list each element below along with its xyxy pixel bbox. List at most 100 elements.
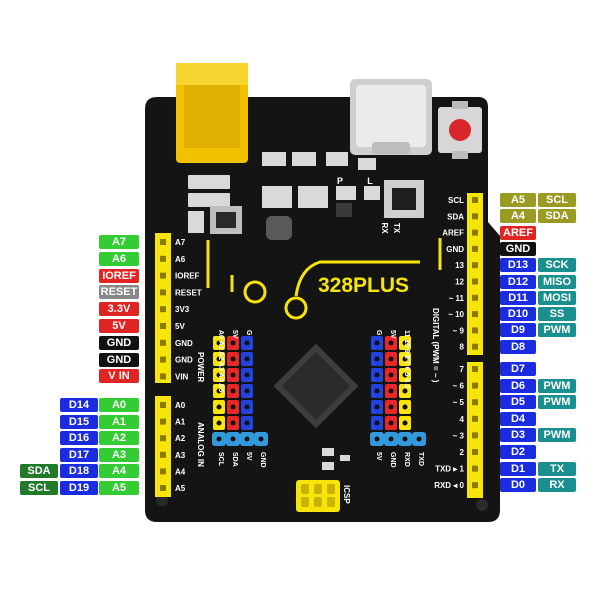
label-right-function: SCL (538, 193, 576, 207)
pin-dot (160, 255, 166, 262)
label-left-power: GND (99, 335, 139, 350)
led-label-rx: RX (380, 222, 389, 234)
icsp-header (296, 480, 340, 512)
block-pin-hole (388, 404, 394, 410)
label-right-function: PWM (538, 323, 576, 338)
pin-silkscreen-label: GND (175, 356, 193, 365)
block-pin-hole (244, 420, 250, 426)
pin-dot (160, 323, 166, 329)
block-pin-hole (388, 388, 394, 394)
pin-silkscreen-label: VIN (175, 372, 189, 381)
block-pin-hole (230, 372, 236, 378)
block-pin-hole (388, 372, 394, 378)
label-right-function: TX (538, 461, 576, 476)
pin-silkscreen-label: A4 (175, 467, 186, 476)
pin-silkscreen-label: ~ 6 (453, 382, 465, 391)
block-pin-hole (374, 356, 380, 362)
label-right-digital: D2 (500, 445, 536, 459)
pin-silkscreen-label: 7 (460, 365, 465, 374)
label-right-digital: D1 (500, 461, 536, 476)
label-right-digital: D0 (500, 478, 536, 493)
pin-silkscreen-label: SCL (448, 196, 464, 205)
header-left-analog (155, 396, 171, 497)
block-pin-hole (402, 340, 408, 346)
pin-silkscreen-label: IOREF (175, 272, 200, 281)
block-col-label: 11 10 9 8 7 6 5 4 3 (403, 330, 410, 388)
block-pin-hole (216, 372, 222, 378)
block-pin-hole (216, 420, 222, 426)
label-left-power: A6 (99, 251, 139, 266)
block-bottom-label: 5V (245, 452, 252, 461)
label-left-digital: D19 (60, 481, 98, 495)
icsp-pin (314, 484, 322, 494)
block-pin-hole (230, 436, 236, 442)
usb-c-connector (350, 79, 432, 155)
pin-silkscreen-label: A6 (175, 255, 186, 264)
pin-dot (160, 339, 166, 346)
pin-dot (160, 468, 166, 475)
pin-dot (472, 294, 478, 301)
label-right-digital: D12 (500, 274, 536, 289)
pin-dot (160, 272, 166, 279)
block-pin-hole (216, 436, 222, 442)
pin-dot (160, 239, 166, 245)
analog-in-label: ANALOG IN (196, 422, 205, 467)
pin-silkscreen-label: SDA (447, 212, 464, 221)
block-pin-hole (244, 436, 250, 442)
label-right-function: SS (538, 307, 576, 322)
block-pin-hole (230, 340, 236, 346)
label-right-function: SDA (538, 209, 576, 224)
pin-silkscreen-label: ~ 11 (449, 294, 465, 303)
label-right-digital: D13 (500, 258, 536, 273)
pin-dot (472, 449, 478, 455)
block-pin-hole (374, 372, 380, 378)
pin-silkscreen-label: RXD ◂ 0 (434, 481, 464, 490)
block-pin-hole (388, 340, 394, 346)
pin-dot (472, 399, 478, 406)
block-pin-hole (216, 388, 222, 394)
block-col-label: A0 A1 A2 A3 A4 A5 (217, 330, 224, 392)
label-right-digital: D10 (500, 307, 536, 322)
label-left-power: A7 (99, 235, 139, 249)
label-right-digital: D11 (500, 290, 536, 305)
block-pin-hole (402, 436, 408, 442)
pin-dot (472, 382, 478, 389)
block-pin-hole (374, 436, 380, 442)
pin-dot (472, 366, 478, 372)
block-bottom-label: 5V (375, 452, 382, 461)
pin-silkscreen-label: A5 (175, 484, 186, 493)
pin-silkscreen-label: GND (446, 245, 464, 254)
pin-silkscreen-label: A0 (175, 401, 186, 410)
label-left-digital: D14 (60, 398, 98, 412)
mcu-chip (273, 343, 359, 429)
block-pin-hole (244, 356, 250, 362)
block-pin-hole (374, 388, 380, 394)
label-left-power: GND (99, 352, 139, 367)
block-col-label: G (375, 330, 382, 336)
block-pin-hole (388, 420, 394, 426)
block-pin-hole (230, 420, 236, 426)
block-pin-hole (416, 436, 422, 442)
mounting-hole (476, 499, 488, 511)
pin-dot (472, 482, 478, 489)
block-bottom-label: SDA (231, 452, 238, 467)
block-pin-hole (374, 404, 380, 410)
label-right-main: AREF (500, 225, 536, 240)
pin-silkscreen-label: 13 (455, 261, 464, 270)
pin-silkscreen-label: 5V (175, 322, 185, 331)
label-right-digital: D4 (500, 411, 536, 426)
icsp-pin (301, 484, 309, 494)
label-right-main: GND (500, 241, 536, 256)
label-right-digital: D7 (500, 362, 536, 376)
block-pin-hole (244, 404, 250, 410)
block-pin-hole (402, 356, 408, 362)
label-right-function: MOSI (538, 290, 576, 305)
label-left-digital: D16 (60, 431, 98, 446)
pin-dot (160, 373, 166, 380)
label-right-function: RX (538, 478, 576, 493)
block-pin-hole (388, 436, 394, 442)
